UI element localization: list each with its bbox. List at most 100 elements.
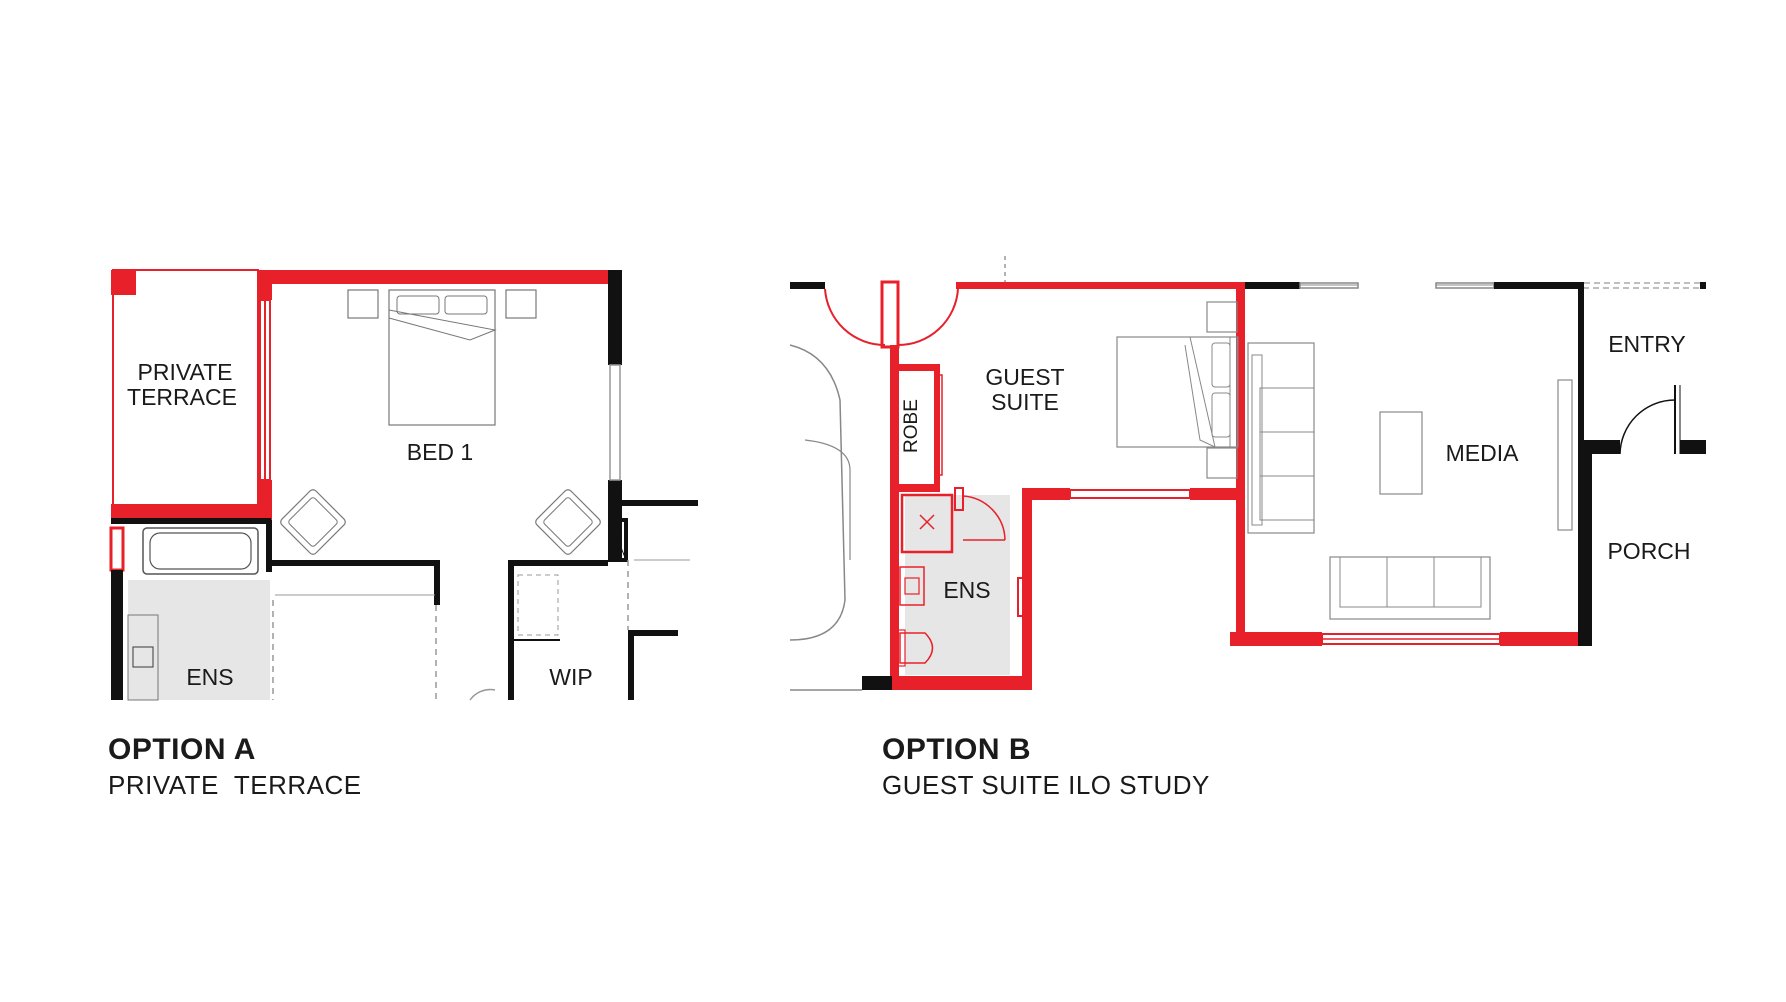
option-a-left-black-wall: [111, 570, 123, 700]
option-a-pillow-left: [396, 295, 440, 315]
option-a-ensuite-top-wall: [111, 518, 271, 524]
option-b-pillow-bottom: [1211, 392, 1231, 438]
option-b-entry-label: ENTRY: [1608, 331, 1686, 357]
option-b-robe-door: [936, 374, 943, 476]
option-b-media-bottom-wall-left: [1230, 632, 1322, 646]
option-b-title: OPTION B: [882, 733, 1032, 766]
option-b-media-top-wall-left: [1245, 282, 1300, 289]
option-a-bed-label: BED 1: [407, 439, 473, 465]
option-b-toilet: [899, 632, 934, 664]
option-b-guest-bottom-wall-right: [1190, 488, 1236, 500]
option-a-ens-label: ENS: [186, 664, 233, 690]
option-a-armchair-right: [535, 489, 601, 555]
option-a-plan: PRIVATE TERRACE BED 1 ENS WIP: [109, 269, 698, 701]
option-b-guest-top-wall: [956, 282, 1246, 289]
option-b-bedside-bottom: [1206, 447, 1238, 479]
option-b-entry-wall-stub-left: [1578, 440, 1620, 454]
option-b-entry-top-wall-stub: [1700, 282, 1706, 289]
option-a-wip-label: WIP: [549, 664, 592, 690]
option-b-guest-bed: [1116, 336, 1238, 448]
option-b-entry-wall-stub-right: [1680, 440, 1706, 454]
option-b-shower: [900, 493, 954, 554]
option-a-wip-top-right-wall: [628, 630, 678, 636]
option-a-bed-fold: [388, 309, 497, 341]
option-b-guest-label-1: GUEST: [985, 364, 1064, 390]
option-a-bed-bottom-wall: [270, 560, 440, 566]
option-a-right-black-wall-top: [608, 270, 622, 365]
option-a-terrace-label-1: PRIVATE: [138, 359, 233, 385]
option-b-bedside-top: [1206, 301, 1238, 333]
option-b-guest-label-2: SUITE: [991, 389, 1059, 415]
option-a-small-box: [608, 518, 628, 562]
option-a-armchair-left: [280, 489, 346, 555]
option-a-basin: [132, 646, 154, 668]
option-b-porch-wall-upper: [1578, 282, 1584, 442]
option-b-ensuite-floor: [905, 495, 1010, 675]
option-b-door-post: [880, 280, 900, 349]
option-b-robe-top-wall: [890, 364, 940, 371]
option-b-basin: [899, 566, 925, 606]
option-a-bathtub-inner: [149, 532, 252, 570]
option-b-car-outline: [789, 344, 846, 641]
option-a-title: OPTION A: [108, 733, 256, 766]
option-b-media-label: MEDIA: [1446, 440, 1520, 466]
option-a-wip-shelf: [517, 574, 559, 636]
option-a-pillow-right: [444, 295, 488, 315]
option-b-tv-unit: [1557, 379, 1573, 531]
option-b-ens-label: ENS: [943, 577, 990, 603]
option-a-terrace-label-2: TERRACE: [127, 384, 237, 410]
option-b-car-windshield: [804, 439, 851, 560]
option-b-guest-bottom-wall-left: [1022, 488, 1070, 500]
option-a-terrace-corner: [111, 270, 136, 295]
option-b-sofa-left: [1247, 342, 1315, 534]
option-b-guest-right-cabinet: [1229, 336, 1239, 448]
option-b-media-bottom-wall-right: [1500, 632, 1578, 646]
option-a-divider-red-wall-top: [258, 270, 272, 300]
option-b-pillow-top: [1211, 342, 1231, 388]
option-b-ens-door-arc: [962, 495, 1006, 541]
option-a-wip-left-wall: [508, 560, 514, 700]
option-b-ens-window: [1017, 577, 1029, 617]
option-b-robe-bottom-wall: [890, 484, 940, 492]
option-b-shower-x2: [919, 514, 935, 530]
option-a-ensuite-right-wall: [266, 520, 272, 572]
option-b-ens-door-jamb: [954, 487, 964, 511]
option-a-bathtub: [142, 527, 259, 575]
option-b-coffee-table: [1379, 411, 1423, 495]
option-a-ensuite-floor: [128, 580, 270, 700]
option-a-divider-red-wall-bottom: [258, 480, 272, 520]
option-b-guest-right-wall: [1236, 282, 1245, 642]
option-b-plan: GUEST SUITE ROBE ENS MEDIA ENTRY PORCH: [789, 256, 1706, 691]
option-a-wip-right-wall: [628, 633, 634, 700]
option-b-porch-wall-lower: [1578, 440, 1592, 646]
option-b-toilet-cistern: [896, 629, 906, 667]
option-b-left-red-wall: [890, 345, 899, 690]
option-b-basin-inner: [904, 577, 920, 595]
option-b-ens-bottom-wall: [890, 676, 1032, 690]
option-a-ensuite-window: [109, 526, 125, 572]
option-a-bedside-left: [347, 289, 379, 319]
option-b-guest-window: [1069, 489, 1191, 499]
option-b-door-arc-right: [897, 288, 959, 347]
option-b-media-top-wall-right: [1494, 282, 1584, 289]
option-a-subtitle: PRIVATE TERRACE: [108, 770, 362, 800]
option-a-robe-wall: [608, 500, 698, 506]
option-b-robe-label: ROBE: [901, 399, 922, 453]
option-a-bed: [388, 289, 496, 426]
option-b-entry-top-window: [1583, 282, 1705, 289]
option-a-bedside-right: [505, 289, 537, 319]
option-b-porch-label: PORCH: [1607, 538, 1690, 564]
option-b-top-left-wall: [790, 282, 825, 289]
option-a-wip-wall-top: [508, 560, 608, 566]
option-b-entry-door-arc: [1619, 399, 1676, 455]
option-b-garage-wall-stub: [862, 676, 892, 690]
option-b-subtitle: GUEST SUITE ILO STUDY: [882, 770, 1210, 800]
option-a-door-arc: [469, 688, 496, 701]
option-b-bed-fold: [1184, 336, 1216, 448]
option-a-vanity: [127, 614, 159, 701]
option-b-sofa-bottom: [1329, 556, 1491, 620]
option-a-bed-bottom-wall-stub: [434, 560, 440, 605]
option-a-top-red-wall: [258, 270, 608, 284]
option-a-right-window: [609, 364, 621, 481]
